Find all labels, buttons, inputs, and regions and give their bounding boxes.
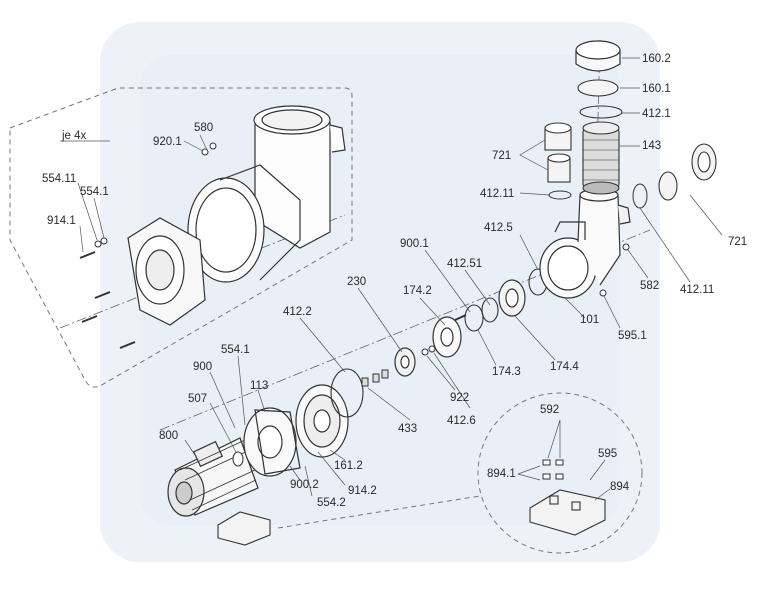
label-113: 113 xyxy=(250,380,269,392)
label-412-11-a: 412.11 xyxy=(480,188,515,200)
part-412-11-top xyxy=(548,190,572,200)
part-412-51 xyxy=(481,297,499,323)
label-174-2: 174.2 xyxy=(403,285,432,297)
label-412-1: 412.1 xyxy=(642,108,671,120)
part-507 xyxy=(232,451,244,467)
part-412-1 xyxy=(579,105,623,119)
label-507: 507 xyxy=(188,393,208,405)
part-582 xyxy=(622,243,630,251)
part-412-2 xyxy=(330,368,364,418)
label-160-2: 160.2 xyxy=(642,53,671,65)
label-580: 580 xyxy=(194,122,214,134)
part-143 xyxy=(582,121,620,195)
pump-housing-left xyxy=(187,105,346,283)
label-160-1: 160.1 xyxy=(642,83,671,95)
label-894: 894 xyxy=(610,481,630,493)
label-920-1: 920.1 xyxy=(153,136,182,148)
part-554-1-washer xyxy=(100,237,108,245)
label-412-6: 412.6 xyxy=(447,415,476,427)
label-412-5: 412.5 xyxy=(484,222,513,234)
label-412-51: 412.51 xyxy=(447,258,483,270)
label-230: 230 xyxy=(347,276,367,288)
annotation-note: je 4x xyxy=(62,130,87,142)
label-721-a: 721 xyxy=(492,150,512,162)
label-433: 433 xyxy=(398,423,418,435)
label-592: 592 xyxy=(540,404,560,416)
label-800: 800 xyxy=(159,430,179,442)
part-592 xyxy=(542,459,564,480)
part-160-1 xyxy=(577,79,619,97)
label-101: 101 xyxy=(580,314,600,326)
label-174-3: 174.3 xyxy=(492,366,521,378)
part-101 xyxy=(539,188,631,299)
label-143: 143 xyxy=(642,140,662,152)
label-914-1: 914.1 xyxy=(47,215,76,227)
part-174-3 xyxy=(464,304,484,332)
group-outline-left xyxy=(9,87,353,388)
part-160-2 xyxy=(575,40,621,72)
detail-base xyxy=(529,489,606,536)
label-595: 595 xyxy=(598,448,618,460)
part-920-1 xyxy=(201,148,209,156)
label-595-1: 595.1 xyxy=(618,330,647,342)
part-161-2 xyxy=(295,384,349,458)
group-outline-detail xyxy=(477,392,643,554)
part-721-top xyxy=(544,122,572,183)
part-433 xyxy=(361,369,389,387)
part-595-1 xyxy=(599,289,607,297)
watermark-inner xyxy=(140,55,620,525)
part-922 xyxy=(421,348,429,356)
label-900-1: 900.1 xyxy=(400,238,429,250)
label-554-1-a: 554.1 xyxy=(80,186,109,198)
label-412-11-b: 412.11 xyxy=(680,284,715,296)
part-113 xyxy=(243,407,301,477)
label-554-1-b: 554.1 xyxy=(221,344,250,356)
label-161-2: 161.2 xyxy=(334,460,363,472)
part-580 xyxy=(209,142,217,150)
label-554-11: 554.11 xyxy=(42,173,77,185)
part-230 xyxy=(394,347,416,377)
part-554-11-washer xyxy=(94,240,102,248)
label-412-2: 412.2 xyxy=(283,306,312,318)
leader-lines xyxy=(60,57,723,501)
part-412-6 xyxy=(428,345,436,353)
detail-leader-line xyxy=(277,495,481,529)
part-900-1 xyxy=(454,314,467,321)
part-174-2 xyxy=(432,316,462,358)
label-894-1: 894.1 xyxy=(487,468,516,480)
label-174-4: 174.4 xyxy=(550,361,579,373)
part-174-4 xyxy=(498,279,526,317)
part-721-right xyxy=(658,143,717,201)
bolts-left xyxy=(79,251,136,349)
label-922: 922 xyxy=(450,392,470,404)
label-900: 900 xyxy=(193,361,213,373)
label-554-2: 554.2 xyxy=(317,497,346,509)
motor-base xyxy=(217,511,271,546)
label-582: 582 xyxy=(640,280,660,292)
label-914-2: 914.2 xyxy=(348,485,377,497)
label-900-2: 900.2 xyxy=(290,479,319,491)
label-721-b: 721 xyxy=(728,236,748,248)
part-412-11-right xyxy=(632,183,648,209)
front-flange-left xyxy=(127,217,206,326)
